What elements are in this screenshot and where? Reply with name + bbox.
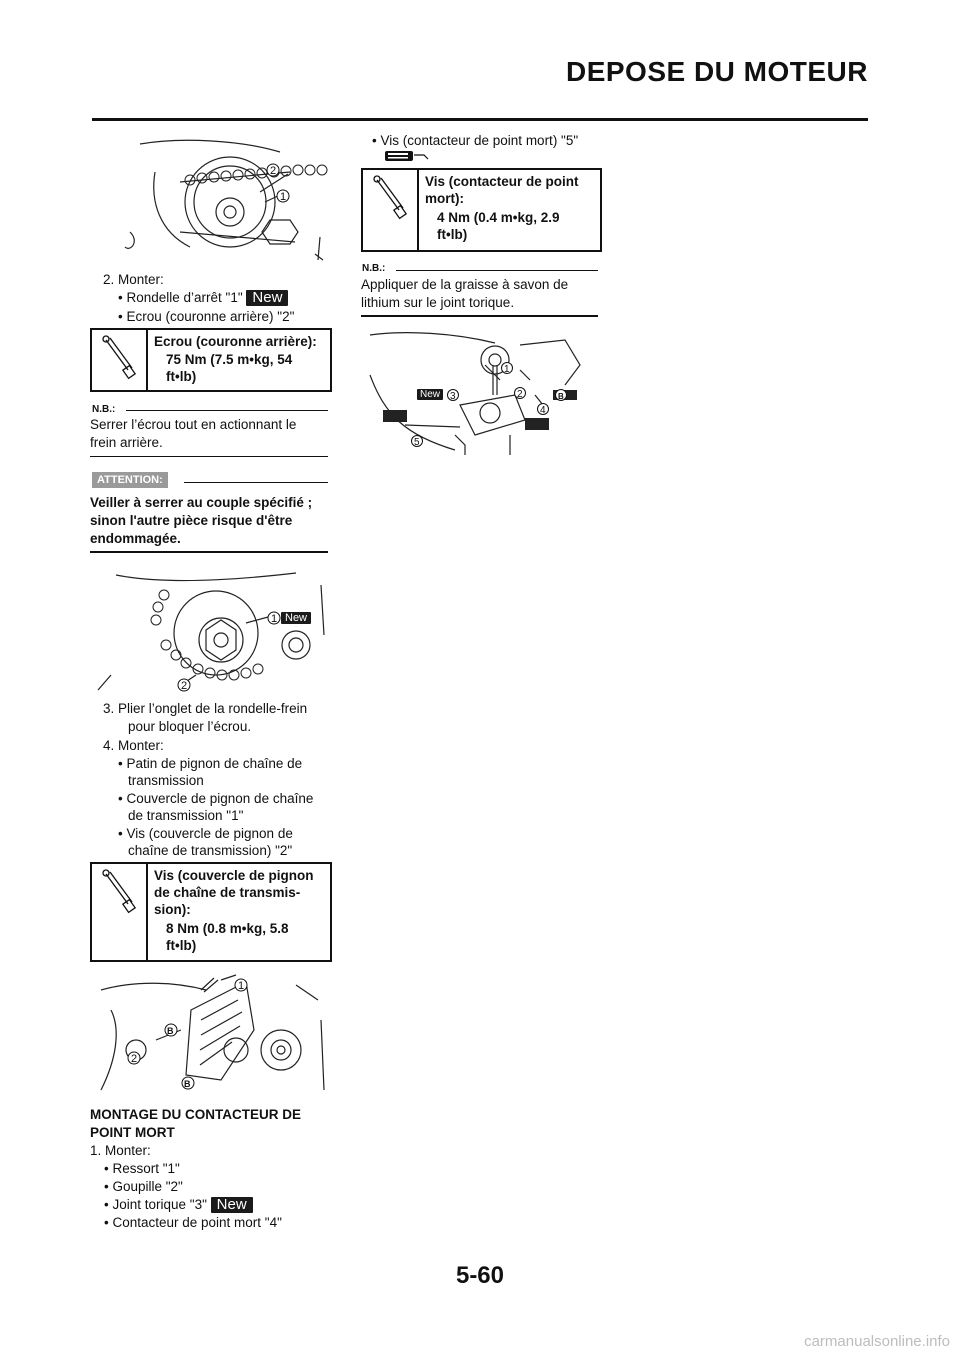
nb-2-end-rule [361, 315, 598, 317]
sprocket-chain-drawing: 2 1 [124, 139, 328, 261]
neutral-switch-drawing: 1 2 3 4 5 B [369, 332, 581, 455]
nb-rule-1 [126, 410, 328, 411]
loctite-icon [384, 149, 432, 163]
section-heading-line-2: POINT MORT [90, 1125, 175, 1140]
new-badge: New [246, 290, 289, 307]
watermark: carmanualsonline.info [804, 1333, 950, 1350]
torque-spec-box-3: Vis (contacteur de point mort): 4 Nm (0.… [361, 168, 602, 252]
step-4-bullet-1b: transmission [128, 773, 204, 788]
page-title: DEPOSE DU MOTEUR [565, 56, 868, 87]
nb-rule-2 [396, 270, 598, 271]
fig4-new-badge: New [417, 389, 444, 400]
attention-line-1: Veiller à serrer au couple spécifié ; [90, 495, 313, 510]
step-4-bullet-2a: • Couvercle de pignon de chaîne [118, 791, 314, 806]
fig1-callout-1: 1 [280, 191, 286, 203]
torque-wrench-icon-cell [363, 170, 419, 250]
torque-3-title-1: Vis (contacteur de point [425, 174, 579, 189]
torque-1-value-2: ft•lb) [166, 369, 197, 384]
s1-bullet-4: • Contacteur de point mort "4" [104, 1215, 282, 1230]
locking-agent-icon [385, 151, 429, 161]
fig3-callout-2: 2 [131, 1053, 137, 1065]
s1-bullet-3: • Joint torique "3" New [104, 1196, 253, 1214]
torque-wrench-icon [373, 175, 408, 220]
fig3-callout-1: 1 [238, 980, 244, 992]
fig4-callout-4: 4 [540, 405, 546, 416]
step-3-line-2: pour bloquer l’écrou. [128, 719, 252, 734]
fig4-callout-5: 5 [414, 437, 420, 448]
step-4: 4. Monter: [103, 738, 164, 753]
attention-line-3: endommagée. [90, 531, 181, 546]
step-3-line-1: 3. Plier l’onglet de la rondelle-frein [103, 701, 308, 716]
step-2-bullet-1-text: • Rondelle d’arrêt "1" [118, 290, 243, 305]
fig4-callout-3: 3 [450, 391, 456, 402]
torque-3-value-2: ft•lb) [437, 227, 468, 242]
nb-2-line-1: Appliquer de la graisse à savon de [361, 277, 569, 292]
step-2-bullet-2: • Ecrou (couronne arrière) "2" [118, 309, 295, 324]
fig3-callout-b-top: B [167, 1026, 174, 1036]
torque-wrench-icon-cell [92, 864, 148, 960]
torque-2-value-1: 8 Nm (0.8 m•kg, 5.8 [166, 921, 289, 936]
header-rule [92, 118, 868, 121]
torque-spec-box-2: Vis (couvercle de pignon de chaîne de tr… [90, 862, 332, 962]
fig1-callout-2: 2 [270, 165, 276, 177]
step-4-bullet-3b: chaîne de transmission) "2" [128, 843, 293, 858]
torque-wrench-icon [102, 869, 137, 914]
torque-3-value-1: 4 Nm (0.4 m•kg, 2.9 [437, 210, 560, 225]
figure-sprocket-cover: 1 2 B B [96, 970, 330, 1098]
torque-2-title-2: de chaîne de transmis- [154, 885, 301, 900]
nb-label-2: N.B.: [362, 263, 386, 274]
torque-wrench-icon [102, 335, 137, 380]
fig2-new-badge: New [281, 612, 312, 624]
fig4-callout-b: B [558, 392, 564, 401]
torque-wrench-icon-cell [92, 330, 148, 390]
fig3-callout-b-bottom: B [184, 1079, 191, 1089]
fig4-callout-1: 1 [504, 364, 510, 375]
attention-end-rule [90, 551, 328, 553]
s1-step: 1. Monter: [90, 1143, 151, 1158]
page-number: 5-60 [455, 1262, 505, 1289]
nb-1-line-2: frein arrière. [90, 435, 163, 450]
attention-line-2: sinon l'autre pièce risque d'être [90, 513, 293, 528]
nb-1-line-1: Serrer l’écrou tout en actionnant le [90, 417, 297, 432]
s1-bullet-3-text: • Joint torique "3" [104, 1197, 207, 1212]
new-badge: New [210, 1197, 253, 1214]
s1-bullet-1: • Ressort "1" [104, 1161, 180, 1176]
sprocket-cover-drawing: 1 2 B B [100, 974, 325, 1091]
step-4-bullet-2b: de transmission "1" [128, 808, 244, 823]
step-2-bullet-1: • Rondelle d’arrêt "1" New [118, 289, 289, 307]
s1-bullet-2: • Goupille "2" [104, 1179, 183, 1194]
torque-2-title-1: Vis (couvercle de pignon [154, 868, 314, 883]
nb-label-1: N.B.: [92, 404, 116, 415]
figure-lock-washer: 1 2 New [96, 565, 330, 695]
fig2-callout-1: 1 [271, 613, 277, 625]
section-heading-line-1: MONTAGE DU CONTACTEUR DE [90, 1107, 301, 1122]
right-bullet-5: • Vis (contacteur de point mort) "5" [372, 133, 579, 148]
step-4-bullet-3a: • Vis (couvercle de pignon de [118, 826, 293, 841]
figure-sprocket-chain: 2 1 [120, 132, 330, 267]
lock-washer-drawing: 1 2 [97, 572, 325, 692]
attention-label: ATTENTION: [92, 472, 168, 488]
nb-1-end-rule [90, 456, 328, 457]
torque-1-title: Ecrou (couronne arrière): [154, 334, 317, 349]
torque-spec-box-1: Ecrou (couronne arrière): 75 Nm (7.5 m•k… [90, 328, 332, 392]
figure-neutral-switch: 1 2 3 4 5 B New [365, 325, 600, 460]
torque-2-value-2: ft•lb) [166, 938, 197, 953]
torque-2-title-3: sion): [154, 902, 191, 917]
fig2-callout-2: 2 [181, 680, 187, 692]
step-2: 2. Monter: [103, 272, 164, 287]
nb-2-line-2: lithium sur le joint torique. [361, 295, 515, 310]
attention-rule [184, 482, 328, 483]
step-4-bullet-1a: • Patin de pignon de chaîne de [118, 756, 303, 771]
fig4-callout-2: 2 [517, 389, 523, 400]
torque-1-value-1: 75 Nm (7.5 m•kg, 54 [166, 352, 293, 367]
torque-3-title-2: mort): [425, 191, 464, 206]
